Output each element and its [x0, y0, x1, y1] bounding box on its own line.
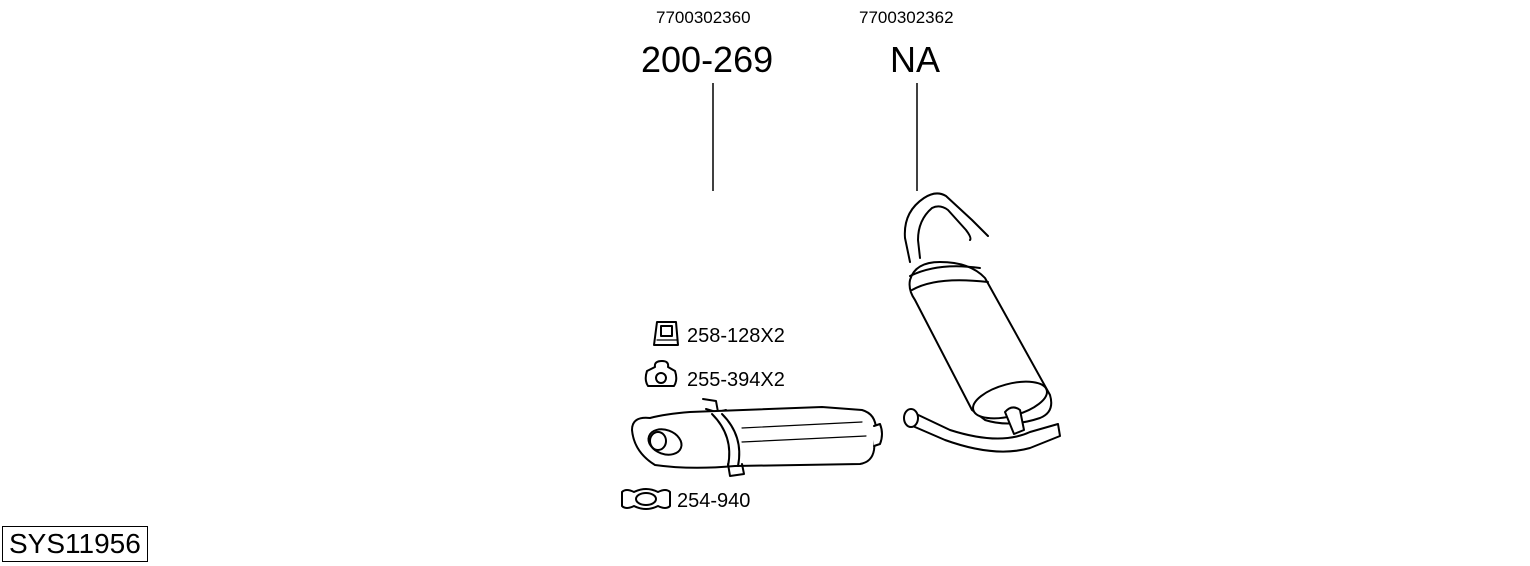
pipe-clamp-icon: [621, 488, 671, 510]
accessory-label-ring[interactable]: 255-394X2: [687, 369, 785, 391]
part-number-1[interactable]: 200-269: [641, 39, 774, 80]
accessory-label-hanger[interactable]: 258-128X2: [687, 325, 785, 347]
mounting-ring-icon: [644, 360, 678, 387]
system-id: SYS11956: [2, 526, 148, 562]
oe-number-1: 7700302360: [656, 8, 751, 27]
oe-number-2: 7700302362: [859, 8, 954, 27]
part-number-2[interactable]: NA: [890, 39, 941, 80]
rear-muffler-drawing: [903, 192, 1061, 453]
rubber-hanger-icon: [653, 321, 679, 346]
accessory-label-clamp[interactable]: 254-940: [677, 490, 751, 512]
center-muffler-drawing: [631, 398, 883, 477]
